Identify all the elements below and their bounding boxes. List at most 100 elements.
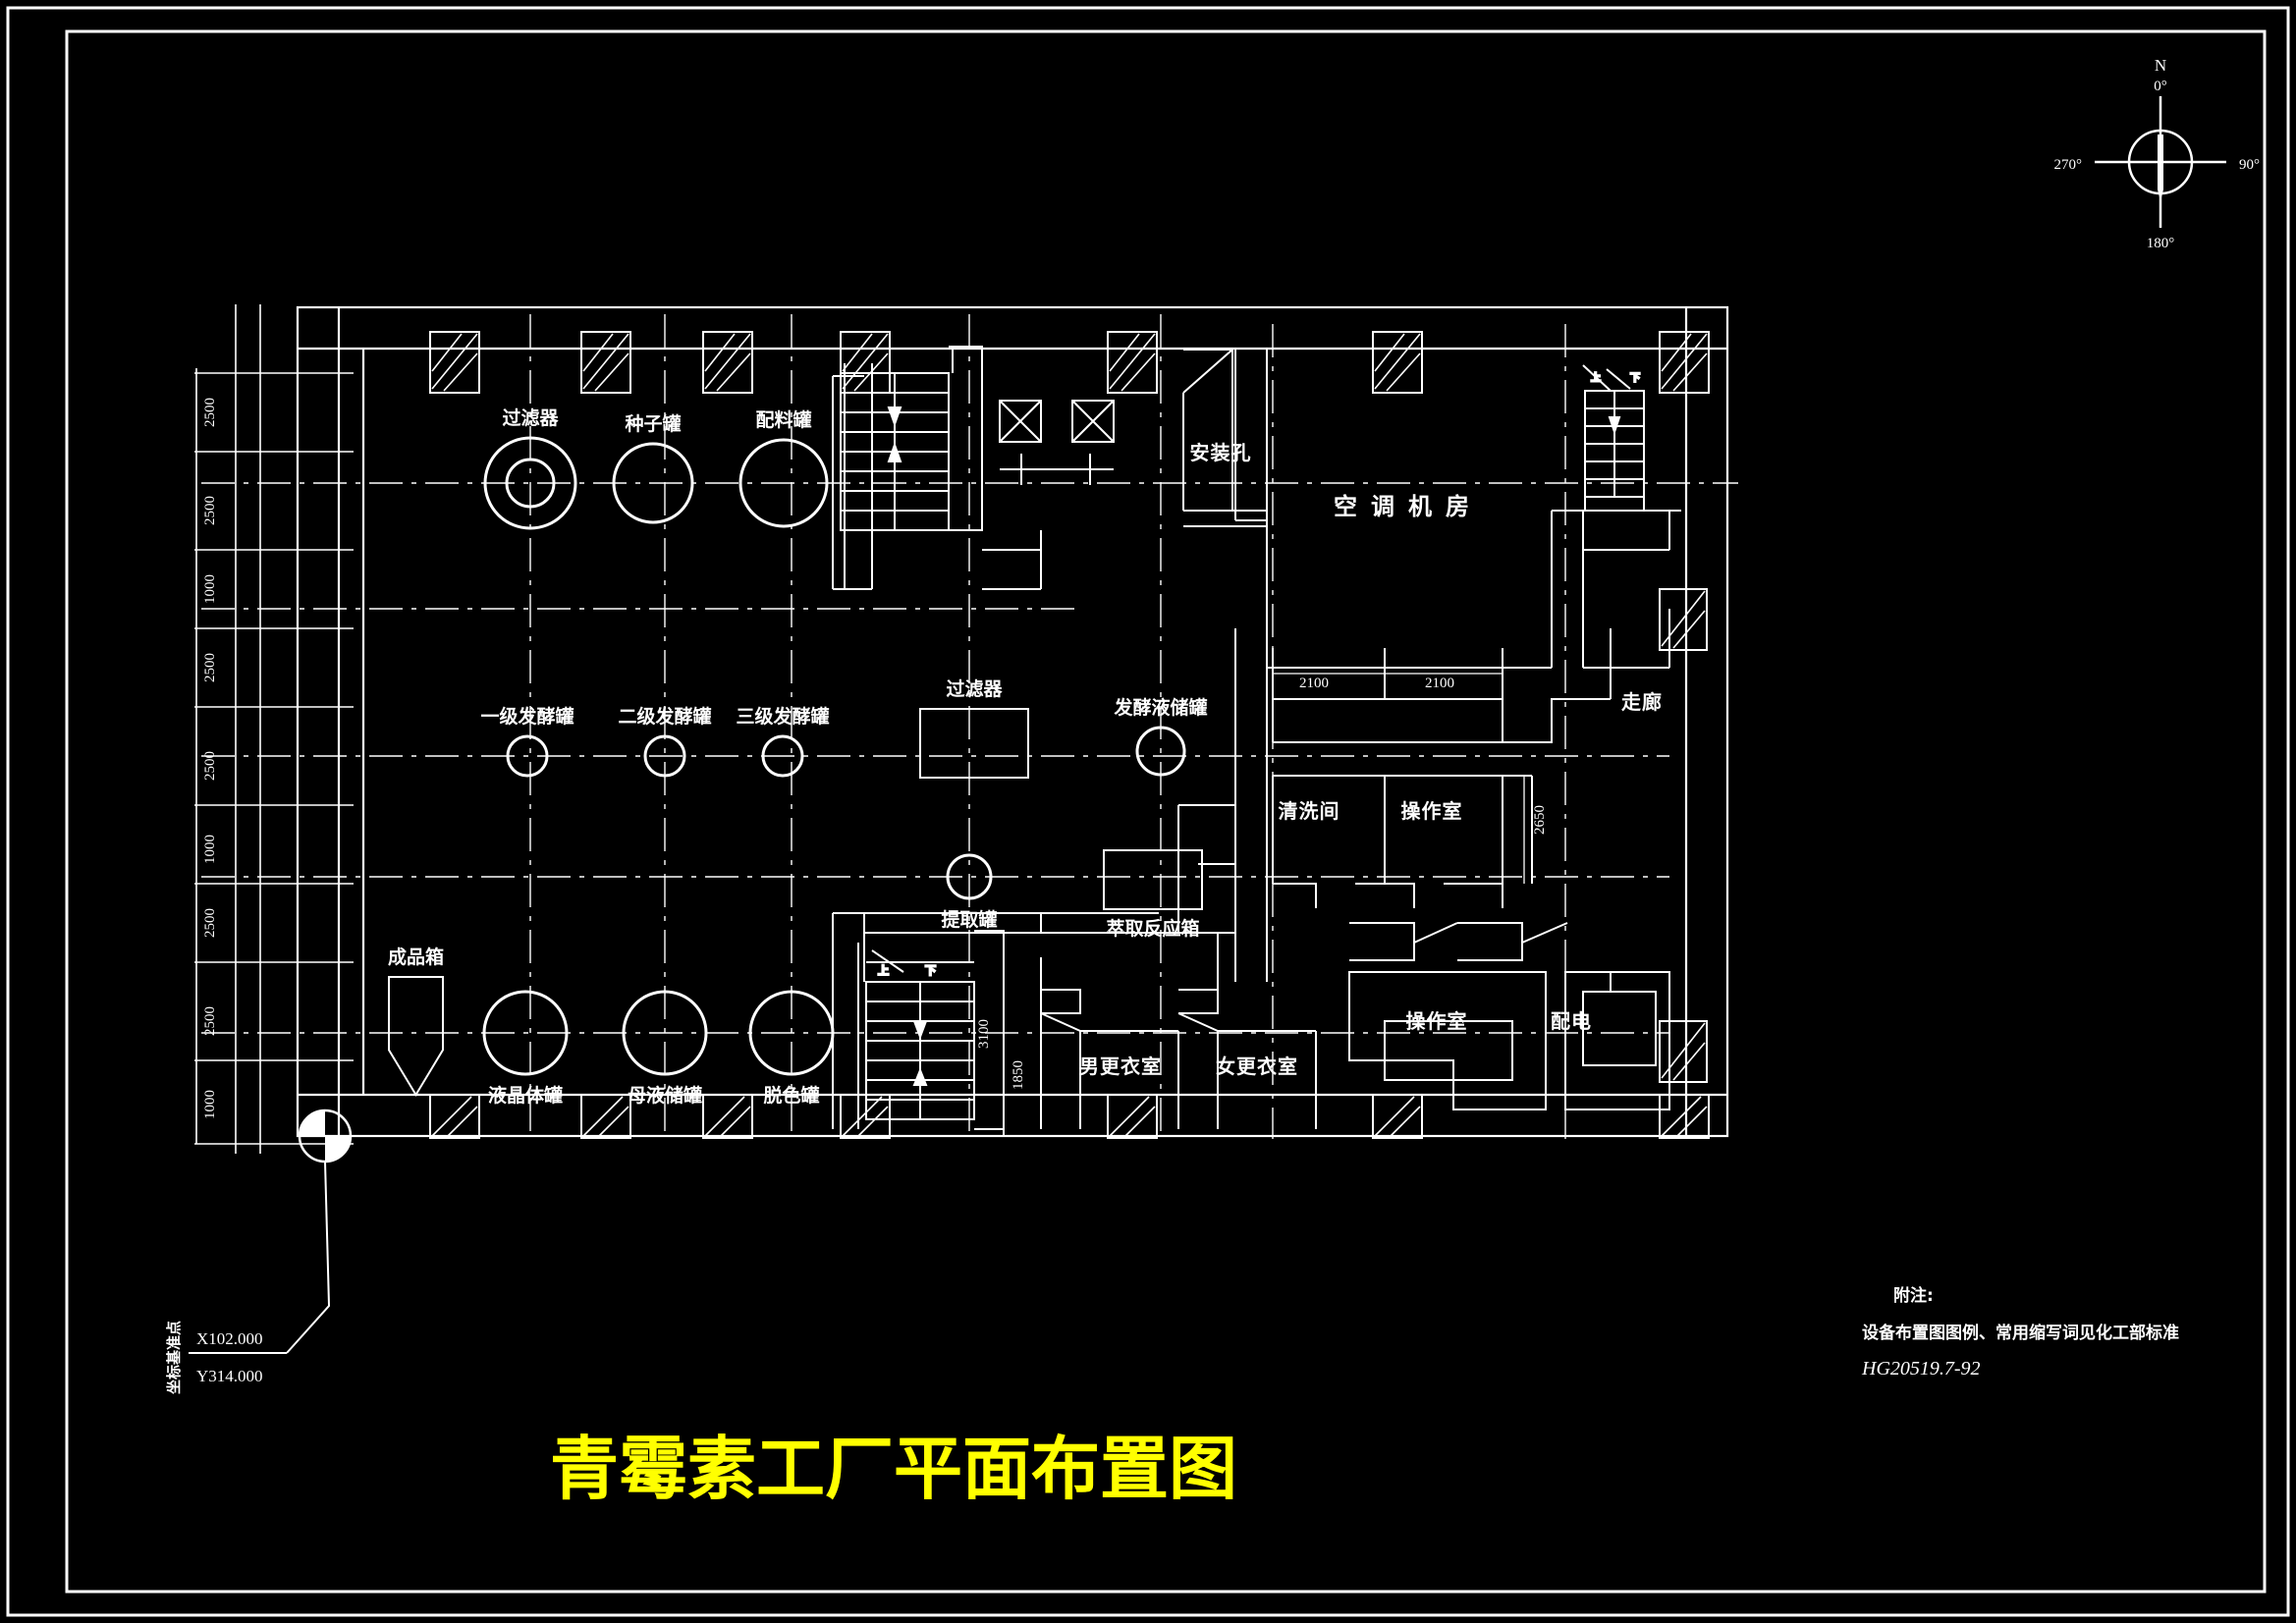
equipment-label: 一级发酵罐 (480, 705, 574, 728)
equipment-label: 种子罐 (624, 412, 681, 435)
vertical-dimension-text: 2500 (202, 398, 218, 427)
stair-up-label-bottom: 上 (878, 963, 889, 977)
vertical-dimension-text: 2500 (202, 1006, 218, 1036)
equipment-label: 发酵液储罐 (1113, 696, 1207, 719)
notes-line-1: 设备布置图图例、常用缩写词见化工部标准 (1862, 1323, 2179, 1343)
compass-270deg-label: 270° (2054, 157, 2083, 173)
wall-columns-bottom (429, 1094, 1710, 1139)
vertical-dimension-text: 1000 (202, 574, 218, 604)
room-label: 配电 (1551, 1009, 1592, 1033)
wall-columns-top (429, 331, 1710, 394)
product-box-shape (388, 976, 444, 1097)
equipment-item: 脱色罐 (748, 990, 835, 1107)
tank-circle (482, 990, 569, 1076)
benchmark-vertical-label: 坐标基准点 (165, 1321, 183, 1394)
stair-down-label-bottom: 下 (925, 964, 936, 977)
equipment-rect (919, 708, 1029, 779)
dimension-text-layer: 2500250010002500250010002500250010002100… (202, 398, 1548, 1119)
inline-dimension-text: 3100 (976, 1019, 992, 1049)
tank-circle (643, 734, 686, 778)
room-label: 走廊 (1621, 690, 1663, 714)
coordinate-benchmark: X102.000 Y314.000 坐标基准点 (165, 1109, 353, 1394)
benchmark-y-coordinate: Y314.000 (196, 1367, 263, 1385)
equipment-label: 萃取反应箱 (1106, 917, 1199, 940)
room-label: 清洗间 (1279, 799, 1340, 823)
inline-dimension-text: 2650 (1532, 805, 1548, 835)
filter-outer-circle (483, 436, 577, 530)
change-rooms (1004, 932, 1317, 1129)
tank-circle (1135, 726, 1186, 777)
equipment-label: 液晶体罐 (488, 1084, 563, 1107)
equipment-item: 种子罐 (612, 412, 694, 524)
notes-line-2: HG20519.7-92 (1861, 1358, 1981, 1380)
corridor-and-rooms-middle (1272, 628, 1612, 908)
tank-circle (946, 853, 993, 900)
equipment-item: 过滤器 (919, 678, 1029, 779)
equipment-label: 过滤器 (946, 678, 1003, 700)
notes-block: 附注: 设备布置图图例、常用缩写词见化工部标准 HG20519.7-92 (1861, 1285, 2179, 1380)
wall-columns-right (1659, 588, 1708, 1083)
equipment-item: 发酵液储罐 (1113, 696, 1208, 777)
left-passage-shaft (832, 375, 1042, 590)
drawing-title: 青霉素工厂平面布置图 (550, 1429, 1237, 1509)
equipment-layer: 过滤器种子罐配料罐一级发酵罐二级发酵罐三级发酵罐过滤器发酵液储罐提取罐萃取反应箱… (388, 407, 1208, 1107)
stair-core-top (840, 346, 983, 531)
compass-needle (2158, 135, 2163, 189)
equipment-item: 二级发酵罐 (618, 705, 712, 778)
room-label: 空调机房 (1334, 493, 1483, 520)
room-label: 女更衣室 (1216, 1055, 1298, 1078)
equipment-label: 三级发酵罐 (736, 705, 829, 728)
compass-180deg-label: 180° (2147, 236, 2175, 251)
tank-circle (738, 438, 829, 528)
room-label-layer: 安装孔空调机房走廊清洗间操作室男更衣室女更衣室操作室配电 (1079, 441, 1663, 1078)
interior-partitions (832, 350, 1268, 1136)
equipment-label: 成品箱 (388, 946, 444, 968)
inline-dimension-text: 2100 (1299, 676, 1329, 691)
equipment-item: 液晶体罐 (482, 990, 569, 1107)
equipment-rect (1103, 849, 1203, 910)
equipment-label: 脱色罐 (763, 1084, 819, 1107)
equipment-item: 三级发酵罐 (736, 705, 830, 778)
filter-inner-circle (505, 458, 556, 509)
vertical-dimension-text: 2500 (202, 751, 218, 781)
centerline-axes (201, 314, 1738, 1139)
notes-heading: 附注: (1893, 1285, 1934, 1306)
room-label: 操作室 (1401, 799, 1463, 823)
equipment-item: 成品箱 (388, 946, 444, 1097)
equipment-item: 配料罐 (738, 408, 829, 528)
compass-north-label: N (2155, 56, 2166, 75)
room-label: 安装孔 (1190, 441, 1252, 464)
compass-90deg-label: 90° (2239, 157, 2260, 173)
inline-dimension-text: 2100 (1425, 676, 1454, 691)
compass-0deg-label: 0° (2154, 79, 2167, 94)
inline-dimension-text: 1850 (1011, 1060, 1026, 1090)
room-label: 操作室 (1406, 1009, 1468, 1033)
equipment-label: 母液储罐 (628, 1084, 702, 1107)
bottom-right-rooms (1348, 922, 1670, 1110)
tank-circle (612, 442, 694, 524)
shaft-boxes (999, 400, 1115, 485)
tank-circle (622, 990, 708, 1076)
benchmark-x-coordinate: X102.000 (196, 1329, 263, 1348)
tank-circle (761, 734, 804, 778)
room-label: 男更衣室 (1079, 1055, 1162, 1078)
sheet-border (6, 6, 2290, 1617)
equipment-label: 二级发酵罐 (618, 705, 711, 728)
benchmark-symbol (298, 1109, 353, 1163)
stair-up-label-right: 上 (1591, 371, 1601, 384)
vertical-dimension-text: 2500 (202, 653, 218, 682)
vertical-dimension-text: 2500 (202, 496, 218, 525)
equipment-item: 萃取反应箱 (1103, 849, 1203, 940)
tank-circle (506, 734, 549, 778)
equipment-label: 配料罐 (755, 408, 811, 431)
compass-rose: N 0° 90° 180° 270° (2054, 56, 2261, 251)
dimension-grid-left (194, 304, 354, 1154)
stair-down-label-right: 下 (1630, 372, 1640, 384)
vertical-dimension-text: 2500 (202, 908, 218, 938)
equipment-item: 母液储罐 (622, 990, 708, 1107)
ac-room-walls (1234, 349, 1670, 669)
tank-circle (748, 990, 835, 1076)
installation-opening (1182, 349, 1267, 527)
equipment-item: 一级发酵罐 (480, 705, 574, 778)
